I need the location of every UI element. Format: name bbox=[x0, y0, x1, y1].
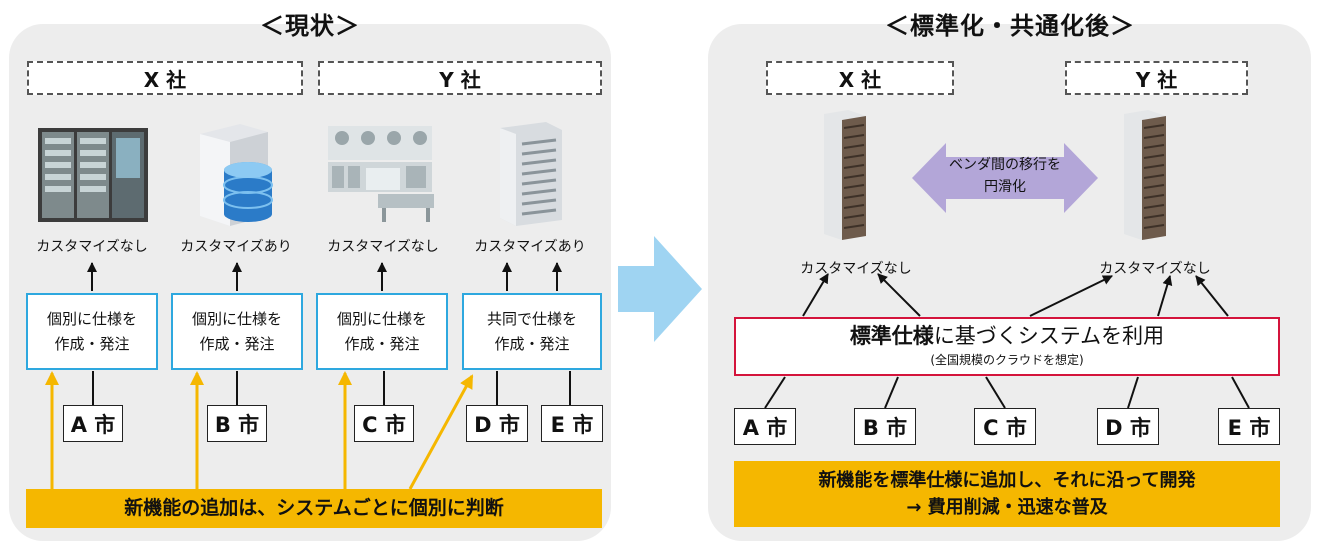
big-right-arrow-icon bbox=[618, 236, 702, 342]
city-d-box: D 市 bbox=[466, 405, 528, 442]
line-cityC-std bbox=[985, 376, 1006, 409]
after-standardization-panel bbox=[708, 24, 1311, 541]
line-cityA-std bbox=[764, 376, 786, 409]
yellow-arrow-4 bbox=[408, 374, 474, 490]
standard-spec-rest: に基づくシステムを利用 bbox=[933, 324, 1165, 348]
customization-label-after-y: カスタマイズなし bbox=[1099, 261, 1211, 277]
company-x-box: X 社 bbox=[27, 61, 303, 95]
spec-box-4: 共同で仕様を作成・発注 bbox=[462, 293, 602, 370]
arrow-std-x-right bbox=[877, 273, 921, 317]
arrow-std-y-left bbox=[1029, 275, 1113, 317]
after-standardization-title: ＜標準化・共通化後＞ bbox=[885, 12, 1135, 40]
city-d-box-after: D 市 bbox=[1097, 408, 1159, 445]
standard-spec-sub: (全国規模のクラウドを想定) bbox=[930, 353, 1084, 367]
city-c-box: C 市 bbox=[354, 405, 414, 442]
spec-box-1: 個別に仕様を作成・発注 bbox=[26, 293, 158, 370]
migration-double-arrow-icon bbox=[912, 143, 1098, 213]
arrow-std-x-left bbox=[802, 273, 829, 317]
city-a-box: A 市 bbox=[63, 405, 123, 442]
database-server-icon bbox=[200, 124, 273, 226]
mainframe-icon bbox=[328, 126, 434, 222]
server-rack-icon bbox=[38, 128, 148, 222]
migration-label: ベンダ間の移行を 円滑化 bbox=[935, 154, 1075, 198]
arrow-std-y-mid bbox=[1157, 275, 1173, 317]
customization-label-3: カスタマイズなし bbox=[327, 239, 439, 255]
spec-box-3-line1: 個別に仕様を bbox=[336, 309, 427, 328]
line-cityE-std bbox=[1231, 376, 1250, 409]
spec-box-1-line1: 個別に仕様を bbox=[46, 309, 137, 328]
arrow-std-y-right bbox=[1195, 275, 1229, 317]
standard-server-icon-y bbox=[1124, 110, 1166, 240]
spec-box-2-line2: 作成・発注 bbox=[199, 334, 275, 353]
city-a-box-after: A 市 bbox=[734, 408, 796, 445]
customization-label-1: カスタマイズなし bbox=[36, 239, 148, 255]
standard-server-icon-x bbox=[824, 110, 866, 240]
current-state-panel bbox=[9, 24, 611, 541]
current-state-title: ＜現状＞ bbox=[260, 12, 360, 40]
city-b-box-after: B 市 bbox=[854, 408, 916, 445]
spec-box-1-line2: 作成・発注 bbox=[54, 334, 130, 353]
spec-box-4-line2: 作成・発注 bbox=[494, 334, 570, 353]
city-e-box: E 市 bbox=[541, 405, 603, 442]
customization-label-2: カスタマイズあり bbox=[180, 239, 292, 255]
city-b-box: B 市 bbox=[207, 405, 267, 442]
tower-server-icon bbox=[500, 122, 562, 226]
migration-label-line2: 円滑化 bbox=[984, 179, 1026, 195]
right-banner: 新機能を標準仕様に追加し、それに沿って開発 → 費用削減・迅速な普及 bbox=[734, 461, 1280, 527]
company-y-box: Y 社 bbox=[318, 61, 602, 95]
right-banner-line2: → 費用削減・迅速な普及 bbox=[906, 497, 1108, 518]
city-c-box-after: C 市 bbox=[974, 408, 1036, 445]
customization-label-4: カスタマイズあり bbox=[474, 239, 586, 255]
spec-box-3-line2: 作成・発注 bbox=[344, 334, 420, 353]
city-e-box-after: E 市 bbox=[1218, 408, 1280, 445]
line-cityB-std bbox=[884, 376, 899, 409]
right-banner-line1: 新機能を標準仕様に追加し、それに沿って開発 bbox=[818, 470, 1196, 491]
spec-box-2: 個別に仕様を作成・発注 bbox=[171, 293, 303, 370]
spec-box-4-line1: 共同で仕様を bbox=[486, 309, 577, 328]
customization-label-after-x: カスタマイズなし bbox=[800, 261, 912, 277]
spec-box-2-line1: 個別に仕様を bbox=[191, 309, 282, 328]
company-x-box-after: X 社 bbox=[766, 61, 954, 95]
migration-label-line1: ベンダ間の移行を bbox=[949, 157, 1061, 173]
standard-spec-bold: 標準仕様 bbox=[849, 324, 934, 348]
spec-box-3: 個別に仕様を作成・発注 bbox=[316, 293, 448, 370]
company-y-box-after: Y 社 bbox=[1065, 61, 1248, 95]
line-cityD-std bbox=[1127, 376, 1139, 409]
left-banner: 新機能の追加は、システムごとに個別に判断 bbox=[26, 489, 602, 528]
standard-spec-box: 標準仕様に基づくシステムを利用 (全国規模のクラウドを想定) bbox=[734, 317, 1280, 376]
